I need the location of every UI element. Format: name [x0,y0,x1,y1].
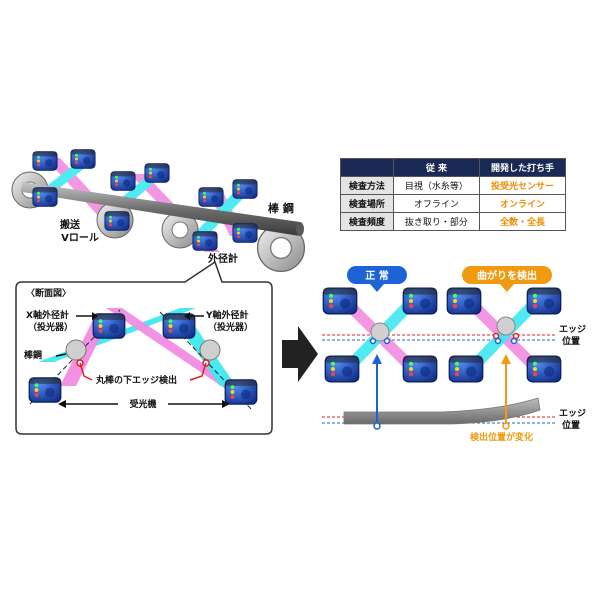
sensor-icon [104,211,130,231]
comparison-table: 従 来 開発した打ち手 検査方法 目視（水糸等） 投受光センサー 検査場所 オフ… [340,158,567,231]
label-y-gauge: Y軸外径計 [205,309,249,321]
section-view: 〈断面図〉 X軸外径計 （投光器） Y軸外径計 [15,260,273,435]
label-bar-section: 棒鋼 [24,349,42,361]
row-label: 検査頻度 [340,212,394,231]
after-value: 全数・全長 [478,212,567,231]
row-label: 検査場所 [340,194,394,213]
steel-bar-3d [22,182,300,236]
sensor-icon [402,287,438,315]
normal-label: 正 常 [365,269,388,282]
result-panel: 正 常 曲がりを検出 エッジ 位置 エッジ 位置 検出位置が変化 [322,266,586,443]
sensor-icon [110,171,136,191]
row-label: 検査方法 [340,176,394,195]
sensor-icon [232,179,258,199]
after-value: オンライン [478,194,567,213]
y-emitter-icon [162,313,196,339]
sensor-icon [526,287,562,315]
x-receiver-icon [224,379,258,405]
sensor-icon [324,355,360,383]
table-row: 検査頻度 抜き取り・部分 全数・全長 [340,212,567,231]
before-value: オフライン [392,194,480,213]
before-value: 抜き取り・部分 [392,212,480,231]
sensor-icon [32,187,58,207]
bent-callout: 曲がりを検出 [462,266,552,292]
sensor-icon [192,231,218,251]
position-changed-label: 検出位置が変化 [470,431,533,443]
bent-label: 曲がりを検出 [477,269,537,282]
sensor-icon [70,149,96,169]
label-vroll-2: Vロール [61,233,99,244]
label-x-emitter: （投光器） [28,321,73,333]
edge-label-lower: エッジ [559,408,586,419]
sensor-icon [198,187,224,207]
normal-callout: 正 常 [347,266,407,292]
sensor-icon [322,287,358,315]
label-bar-3d: 棒 鋼 [268,201,294,215]
bar-cross-section [65,339,87,361]
table-row: 検査場所 オフライン オンライン [340,194,567,213]
label-x-gauge: X軸外径計 [26,309,69,321]
table-header-row: 従 来 開発した打ち手 [340,158,567,177]
label-y-emitter: （投光器） [208,321,253,333]
y-receiver-icon [28,377,62,403]
table-header-blank [340,158,394,177]
edge-label-upper: エッジ [559,324,586,335]
sensor-icon [32,151,58,171]
table-header-after: 開発した打ち手 [478,158,567,177]
sensor-icon [232,223,258,243]
x-emitter-icon [92,313,126,339]
table-header-before: 従 来 [392,158,480,177]
flow-arrow-icon [282,326,318,382]
after-value: 投受光センサー [478,176,567,195]
top-3d-view: 棒 鋼 搬送 Vロール 外径計 [11,149,306,273]
sensor-icon [446,287,482,315]
bent-bar [343,397,541,425]
sensor-icon [448,355,484,383]
label-receiver: 受光機 [129,398,156,410]
position-label-upper: 位置 [562,335,580,347]
before-value: 目視（水糸等） [392,176,480,195]
sensor-icon [144,163,170,183]
sensor-icon [402,355,438,383]
table-row: 検査方法 目視（水糸等） 投受光センサー [340,176,567,195]
section-title: 〈断面図〉 [26,287,71,299]
position-label-lower: 位置 [562,419,580,431]
label-gauge: 外径計 [207,252,238,265]
bar-cross-section [199,339,221,361]
label-vroll-1: 搬送 [60,218,81,231]
label-edge-detect: 丸棒の下エッジ検出 [95,374,177,386]
sensor-icon [526,355,562,383]
